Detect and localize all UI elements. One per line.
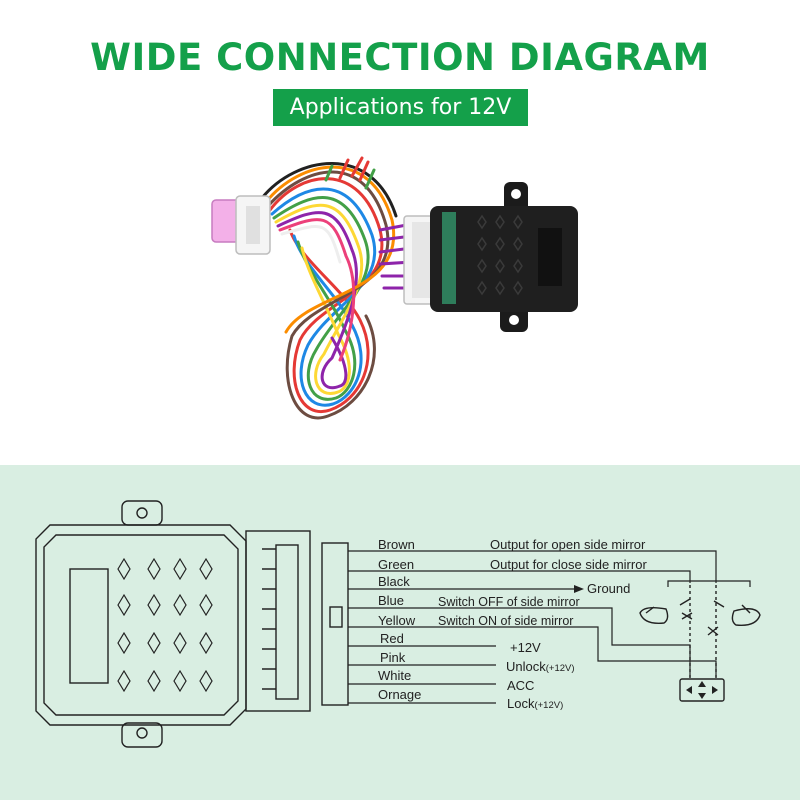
- mirror-icons: [639, 598, 761, 626]
- function-label-12v: +12V: [510, 640, 541, 655]
- wire-label-brown: Brown: [378, 537, 415, 552]
- diamond-pattern: [117, 557, 213, 693]
- function-label-acc: ACC: [507, 678, 534, 693]
- wire-label-white: White: [378, 668, 411, 683]
- fuse-illustration: [211, 195, 271, 255]
- function-label-lock: Lock(+12V): [507, 696, 563, 711]
- product-photo: [211, 156, 578, 420]
- wire-lines: [348, 550, 751, 704]
- connector-pins: [262, 548, 276, 690]
- direction-pad-icon: [679, 678, 725, 702]
- switch-markers: [681, 612, 719, 636]
- wire-label-orange: Ornage: [378, 687, 421, 702]
- wire-label-pink: Pink: [380, 650, 406, 665]
- module-box-illustration: [430, 182, 578, 332]
- wire-bundle-illustration: [260, 156, 414, 420]
- page-title: WIDE CONNECTION DIAGRAM: [90, 36, 710, 79]
- page-subtitle: Applications for 12V: [273, 89, 528, 126]
- direction-arrows: [686, 681, 718, 699]
- wire-label-green: Green: [378, 557, 414, 572]
- switch-dashed-lines: [689, 585, 717, 679]
- module-outline: [35, 500, 349, 748]
- function-label-switch-off: Switch OFF of side mirror: [438, 595, 580, 609]
- function-label-switch-on: Switch ON of side mirror: [438, 614, 573, 628]
- wiring-diagram: Brown Green Black Blue Yellow Red Pink W…: [35, 500, 761, 748]
- function-label-close-mirror: Output for close side mirror: [490, 557, 647, 572]
- function-label-open-mirror: Output for open side mirror: [490, 537, 646, 552]
- function-label-ground: Ground: [587, 581, 630, 596]
- wire-label-black: Black: [378, 574, 410, 589]
- wire-label-red: Red: [380, 631, 404, 646]
- function-label-unlock: Unlock(+12V): [506, 659, 575, 674]
- ground-arrow-icon: [574, 585, 584, 593]
- wire-label-yellow: Yellow: [378, 613, 416, 628]
- wiring-diagram-panel: Brown Green Black Blue Yellow Red Pink W…: [0, 465, 800, 800]
- wire-label-blue: Blue: [378, 593, 404, 608]
